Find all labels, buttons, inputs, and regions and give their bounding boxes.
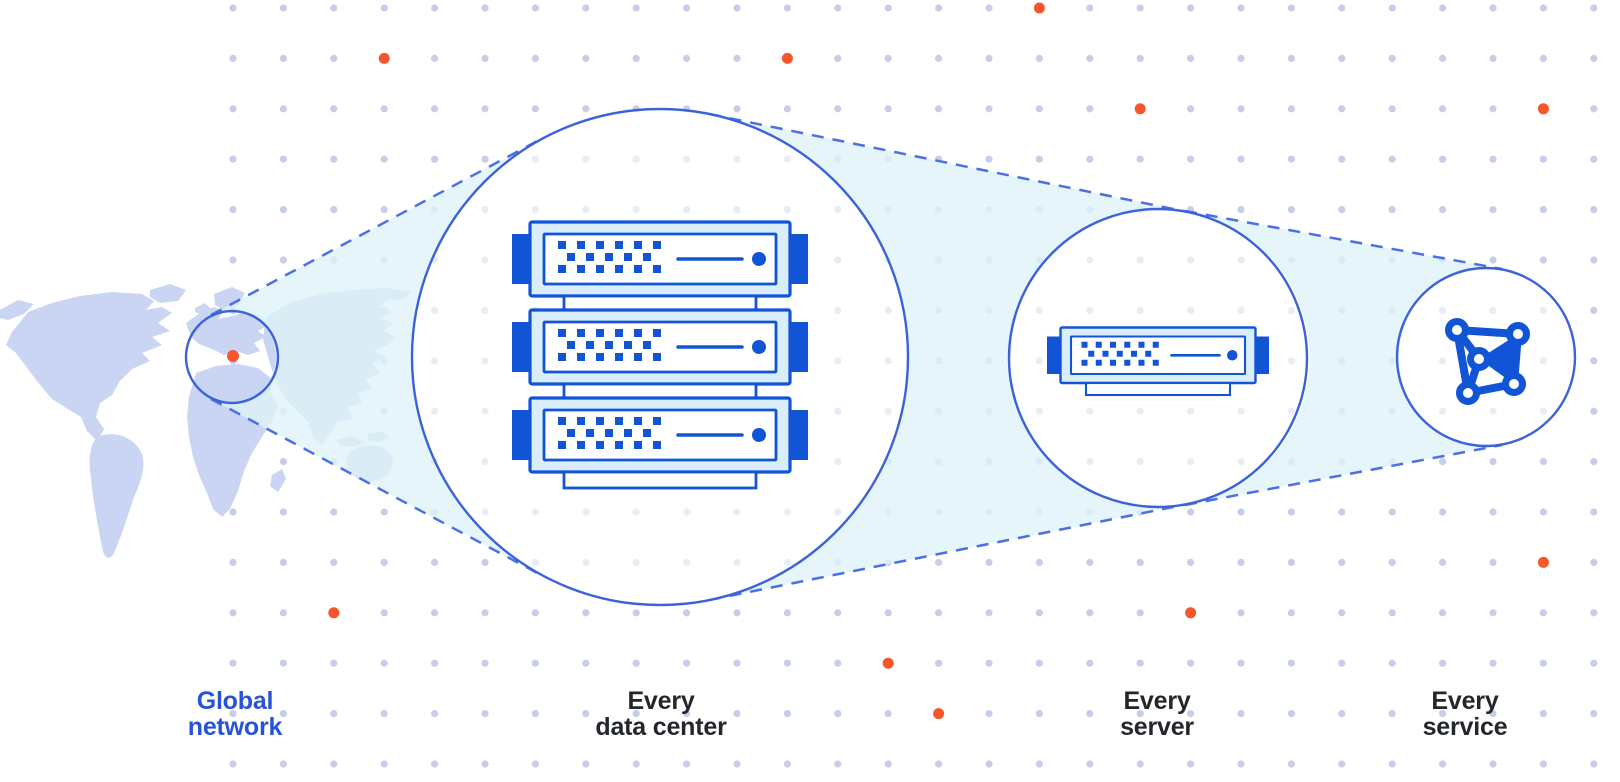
label-line: Every [1123,687,1191,715]
wedge-map-to-datacenter [211,138,543,576]
data-center-circle [410,107,910,607]
mesh-node-bottom-right [1502,372,1526,396]
mesh-node-top-right [1506,322,1530,346]
map-british-isles [195,303,211,315]
map-alaska [0,300,34,320]
mesh-node-bottom-left [1456,381,1480,405]
network-mesh-icon [1445,318,1530,405]
orange-accent-dots [328,2,1549,720]
label-line: Every [627,687,695,715]
service-circle [1395,266,1577,448]
mesh-node-center [1467,347,1491,371]
mesh-node-top-left [1445,318,1469,342]
location-marker-dot [227,350,239,362]
wedge-server-to-service [1185,211,1502,505]
server-circle [1007,207,1309,509]
label-every-server: Every server [1120,688,1194,740]
label-line: Every [1431,687,1499,715]
label-line: server [1120,713,1194,741]
label-global-network: Global network [187,687,283,741]
map-north-america [6,292,172,441]
label-line: data center [595,713,727,741]
map-greenland [150,284,186,303]
global-network-circle [184,309,280,405]
label-line: network [187,713,283,741]
map-south-america [89,434,144,558]
map-madagascar [270,469,286,492]
label-line: service [1422,713,1508,741]
label-line: Global [196,687,274,715]
zoom-wedges [210,112,1503,602]
zoom-dashed-lines [210,112,1503,602]
map-africa [187,364,278,517]
label-every-service: Every service [1423,688,1508,740]
map-region-circle [184,309,280,405]
label-every-data-center: Every data center [595,688,726,740]
wedge-datacenter-to-server [709,114,1188,600]
